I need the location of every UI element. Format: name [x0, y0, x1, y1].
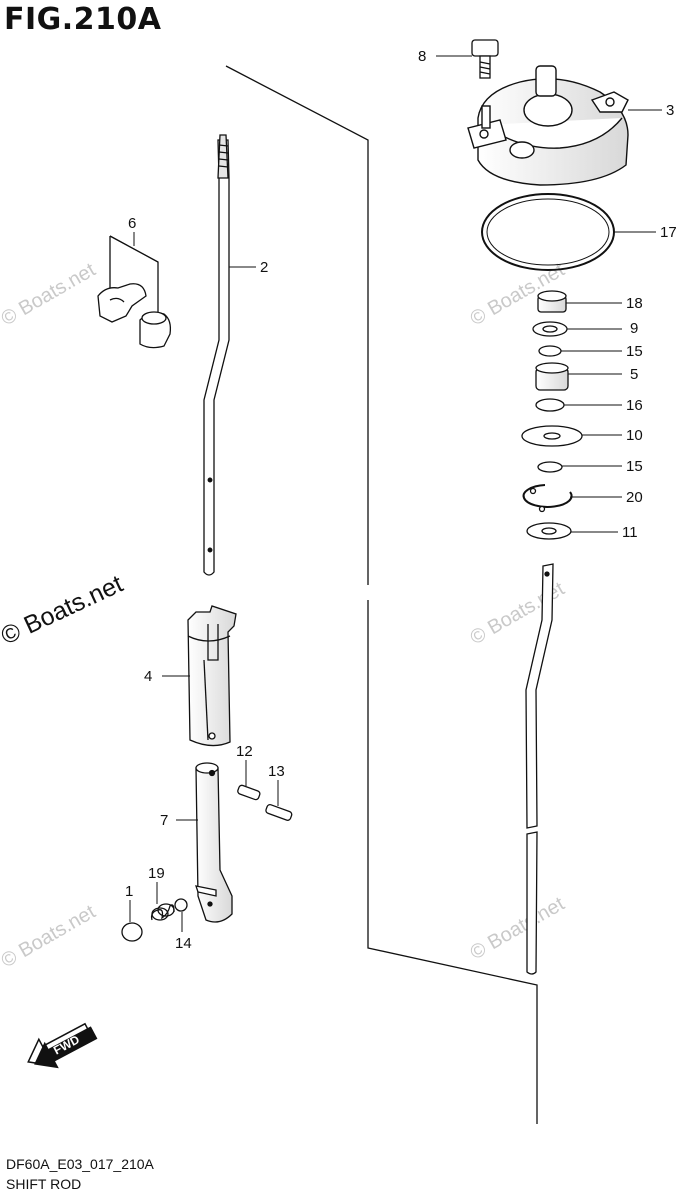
- callout-10: 10: [626, 427, 643, 444]
- callout-15b: 15: [626, 458, 643, 475]
- callout-11: 11: [622, 524, 638, 541]
- watermarks: © Boats.net © Boats.net © Boats.net © Bo…: [0, 259, 569, 973]
- callout-19: 19: [148, 865, 165, 882]
- callout-15a: 15: [626, 343, 643, 360]
- callout-2: 2: [260, 259, 268, 276]
- callouts: 8 3 17 18 9 15 5 16 10 15 20 11 6 2 4 12…: [125, 48, 677, 952]
- callout-18: 18: [626, 295, 643, 312]
- callout-14: 14: [175, 935, 192, 952]
- leaders: [109, 55, 662, 932]
- callout-1: 1: [125, 883, 133, 900]
- assembly-line: [225, 65, 538, 1124]
- watermark-5: © Boats.net: [467, 893, 569, 965]
- callout-4: 4: [144, 668, 152, 685]
- footer-name: SHIFT ROD: [6, 1176, 82, 1192]
- callout-5: 5: [630, 366, 638, 383]
- small-parts: [121, 898, 188, 942]
- callout-16: 16: [626, 397, 643, 414]
- callout-13: 13: [268, 763, 285, 780]
- clip-parts: [97, 235, 172, 349]
- callout-12: 12: [236, 743, 253, 760]
- callout-9: 9: [630, 320, 638, 337]
- shaft-part: [195, 762, 233, 923]
- watermark-3: © Boats.net: [467, 578, 569, 650]
- callout-6: 6: [128, 215, 136, 232]
- o-ring-large: [481, 193, 615, 271]
- figure-title: FIG.210A: [4, 2, 162, 37]
- sleeve-part: [187, 605, 237, 747]
- bolt-part: [471, 39, 499, 79]
- seal-stack: [521, 290, 583, 540]
- pin-parts: [237, 784, 293, 821]
- cover-part: [467, 65, 629, 186]
- callout-3: 3: [666, 102, 674, 119]
- shift-rod-upper: [203, 134, 230, 576]
- callout-7: 7: [160, 812, 168, 829]
- callout-17: 17: [660, 224, 677, 241]
- shift-rod-lower: [525, 563, 554, 975]
- footer-code: DF60A_E03_017_210A: [6, 1156, 154, 1172]
- watermark-main: © Boats.net: [0, 570, 127, 651]
- watermark-1: © Boats.net: [0, 259, 100, 331]
- watermark-4: © Boats.net: [0, 901, 100, 973]
- callout-8: 8: [418, 48, 426, 65]
- callout-20: 20: [626, 489, 643, 506]
- fwd-arrow: FWD: [27, 1022, 98, 1069]
